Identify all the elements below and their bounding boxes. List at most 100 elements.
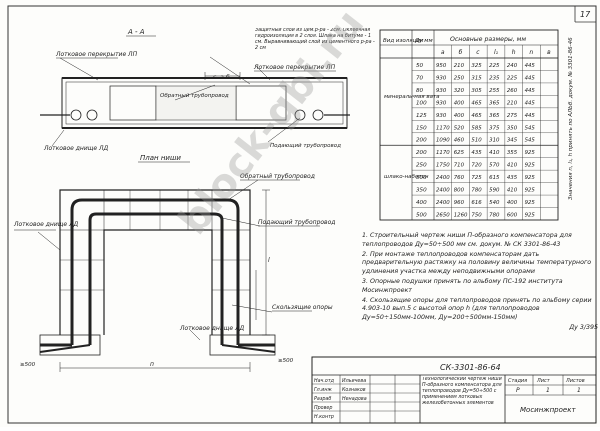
- table-cell: 545: [525, 125, 536, 131]
- table-cell: 800: [454, 188, 465, 194]
- org-name: Мосинжпроект: [520, 406, 576, 414]
- table-cell: 930: [436, 88, 447, 94]
- role-3: Разраб: [314, 396, 331, 402]
- table-col-header: с: [476, 49, 480, 56]
- table-cell: 350: [507, 125, 518, 131]
- table-cell: 2650: [436, 213, 450, 219]
- table-cell: 545: [525, 138, 536, 144]
- dim-a: а: [220, 74, 224, 81]
- table-header-du: Ду мм: [414, 38, 433, 44]
- table-cell: 950: [436, 63, 447, 69]
- sheet-value: 1: [546, 387, 550, 394]
- dim-500-left: ≥500: [20, 362, 36, 368]
- table-cell: 925: [525, 163, 536, 169]
- table-cell: 375: [489, 125, 500, 131]
- table-cell: 240: [507, 63, 518, 69]
- sheets-value: 1: [577, 387, 581, 394]
- table-cell: 1170: [436, 125, 450, 131]
- table-cell: 325: [471, 63, 482, 69]
- doc-code: СК-3301-86-64: [440, 363, 501, 372]
- table-cell-du: 125: [416, 113, 427, 119]
- note-2: 2. При монтаже теплопроводов компенсатор…: [362, 250, 592, 276]
- table-cell: 235: [489, 75, 500, 81]
- table-cell: 1750: [436, 163, 450, 169]
- trough-cover-label: Лотковое перекрытие ЛП: [55, 51, 138, 58]
- table-cell: 750: [471, 213, 482, 219]
- return-pipe-plan-label: Обратный трубопровод: [240, 173, 315, 180]
- table-cell: 600: [507, 213, 518, 219]
- table-cell: 255: [489, 88, 500, 94]
- table-cell: 625: [454, 150, 465, 156]
- table-cell: 465: [471, 100, 482, 106]
- table-cell-du: 400: [416, 200, 427, 206]
- stage-header: Стадия: [508, 378, 527, 384]
- table-cell: 445: [525, 113, 536, 119]
- trough-cover-right-label: Лотковое перекрытие ЛП: [253, 64, 336, 71]
- notes-block: 1. Строительный чертеж ниши П-образного …: [362, 232, 598, 334]
- table-cell: 355: [507, 150, 518, 156]
- table-cell: 410: [507, 188, 518, 194]
- table-col-header: в: [547, 49, 551, 56]
- table-cell-du: 500: [416, 213, 427, 219]
- note-4: 4. Скользящие опоры для теплопроводов пр…: [362, 296, 592, 322]
- table-cell: 2400: [436, 175, 450, 181]
- table-cell: 400: [507, 200, 518, 206]
- table-cell: 445: [525, 63, 536, 69]
- table-col-header: б: [459, 49, 463, 56]
- table-cell: 570: [489, 163, 500, 169]
- table-cell: 365: [489, 113, 500, 119]
- sliding-supports-label: Скользящие опоры: [272, 304, 333, 311]
- table-cell: 930: [436, 100, 447, 106]
- table-cell: 540: [489, 200, 500, 206]
- table-cell: 445: [525, 75, 536, 81]
- table-col-header: l₁: [494, 49, 499, 56]
- dim-c: с: [213, 74, 217, 81]
- table-cell-du: 350: [416, 188, 427, 194]
- table-col-header: a: [441, 49, 445, 56]
- table-cell-du: 200: [416, 150, 427, 156]
- table-cell: 315: [471, 75, 482, 81]
- table-side-note: Значения n, l₁, h принять по АЛЬб. докум…: [568, 37, 574, 200]
- stage-value: Р: [516, 387, 520, 394]
- table-cell: 410: [507, 163, 518, 169]
- table-cell: 2400: [436, 188, 450, 194]
- table-cell: 310: [489, 138, 500, 144]
- table-cell: 250: [454, 75, 465, 81]
- sheet-header: Лист: [536, 378, 551, 384]
- role-2: Гл.инж: [314, 387, 333, 393]
- table-cell: 400: [454, 113, 465, 119]
- trough-bottom-left-label: Лотковое днище ЛД: [13, 221, 79, 228]
- table-col-header: h: [512, 49, 516, 56]
- sheet-frame: [7, 5, 597, 424]
- trough-bottom-plan-label: Лотковое днище ЛД: [179, 325, 245, 332]
- table-cell: 760: [454, 175, 465, 181]
- dim-l: l: [268, 257, 270, 264]
- table-cell: 445: [525, 88, 536, 94]
- table-group-slag: шлако-набетон: [384, 174, 429, 180]
- table-cell: 585: [471, 125, 482, 131]
- table-cell-du: 100: [416, 100, 427, 106]
- table-cell-du: 80: [416, 88, 424, 94]
- table-cell: 1090: [436, 138, 450, 144]
- table-cell: 930: [436, 113, 447, 119]
- table-cell: 435: [507, 175, 518, 181]
- section-aa-drawing: [40, 56, 350, 147]
- table-group-mineral: минераль-ная вата: [384, 94, 440, 100]
- table-cell: 510: [471, 138, 482, 144]
- protective-layer-note: Защитный слой из цем.р-ра - 2см. Оклеечн…: [255, 28, 375, 51]
- table-cell: 445: [525, 100, 536, 106]
- table-cell: 710: [454, 163, 465, 169]
- role-1: Нач.отд: [314, 378, 335, 384]
- plan-title: План ниши: [140, 154, 181, 162]
- table-cell: 225: [507, 75, 518, 81]
- table-cell-du: 300: [416, 175, 427, 181]
- drawing-title: Технологический чертеж ниши П-образного …: [422, 377, 502, 406]
- table-cell: 465: [471, 113, 482, 119]
- table-cell: 520: [454, 125, 465, 131]
- table-cell: 925: [525, 200, 536, 206]
